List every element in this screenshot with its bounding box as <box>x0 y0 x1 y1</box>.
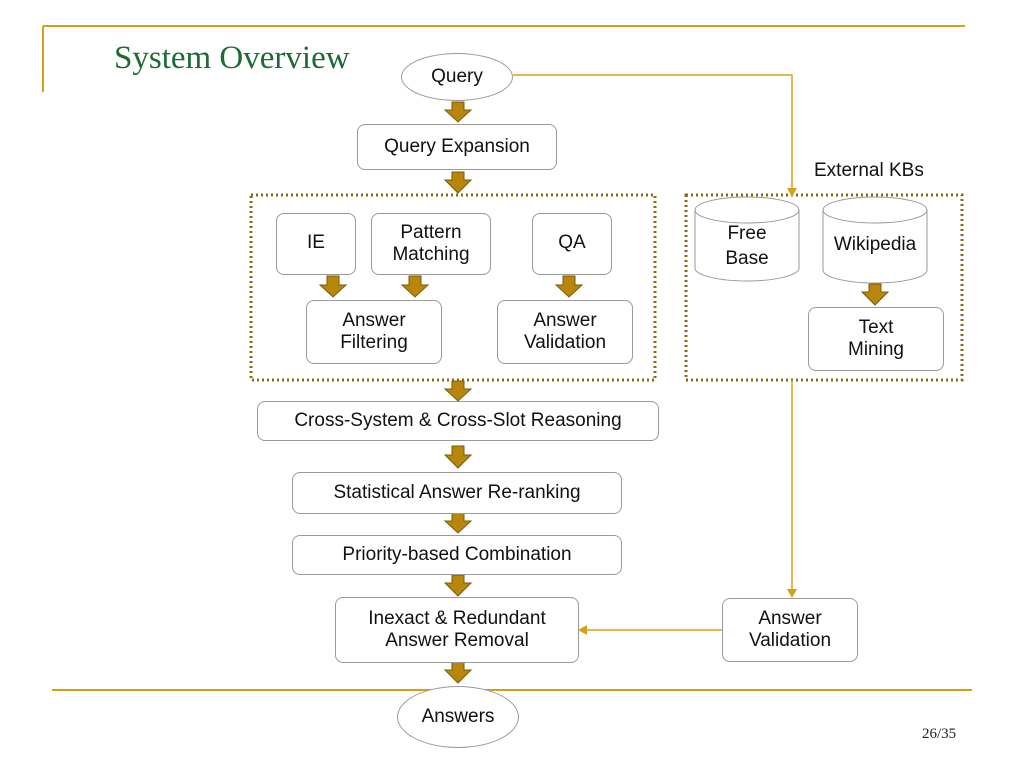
free-base-cylinder <box>694 196 800 282</box>
external-kbs-label: External KBs <box>814 160 924 181</box>
cross-system-label: Cross-System & Cross-Slot Reasoning <box>294 410 622 432</box>
query-label: Query <box>431 66 483 87</box>
answers-label: Answers <box>421 706 495 727</box>
query-node: Query <box>401 53 513 101</box>
block-arrow-into-priority <box>443 512 473 534</box>
answer-filtering-node: Answer Filtering <box>306 300 442 364</box>
block-arrow-into-answers <box>443 660 473 684</box>
priority-combination-label: Priority-based Combination <box>342 544 572 566</box>
pattern-matching-label: Pattern Matching <box>392 222 470 265</box>
answer-validation-inner-node: Answer Validation <box>497 300 633 364</box>
qa-node: QA <box>532 213 612 275</box>
answer-validation-right-node: Answer Validation <box>722 598 858 662</box>
block-arrow-query-expansion <box>443 101 473 123</box>
pattern-matching-node: Pattern Matching <box>371 213 491 275</box>
text-mining-node: Text Mining <box>808 307 944 371</box>
block-arrow-into-strategies <box>443 171 473 194</box>
kbs-to-validation-arrowhead <box>787 589 797 598</box>
block-arrow-qa-validation <box>554 275 584 298</box>
query-to-kbs-connector <box>513 74 793 195</box>
block-arrow-into-statistical <box>443 445 473 469</box>
answer-validation-right-label: Answer Validation <box>748 608 832 651</box>
inexact-removal-node: Inexact & Redundant Answer Removal <box>335 597 579 663</box>
block-arrow-into-removal <box>443 574 473 597</box>
validation-to-removal-arrowhead <box>578 625 587 635</box>
cross-system-node: Cross-System & Cross-Slot Reasoning <box>257 401 659 441</box>
query-expansion-node: Query Expansion <box>357 124 557 170</box>
ie-label: IE <box>307 232 325 253</box>
priority-combination-node: Priority-based Combination <box>292 535 622 575</box>
block-arrow-pattern-filtering <box>400 275 430 298</box>
query-expansion-label: Query Expansion <box>384 136 530 158</box>
answer-filtering-label: Answer Filtering <box>340 310 408 353</box>
answer-validation-inner-label: Answer Validation <box>523 310 607 353</box>
query-to-kbs-arrowhead <box>787 188 797 197</box>
text-mining-label: Text Mining <box>848 317 904 360</box>
wikipedia-label: Wikipedia <box>833 234 917 255</box>
block-arrow-ie-filtering <box>318 275 348 298</box>
statistical-reranking-label: Statistical Answer Re-ranking <box>333 482 581 504</box>
wikipedia-cylinder <box>822 196 928 284</box>
inexact-removal-label: Inexact & Redundant Answer Removal <box>368 608 546 651</box>
free-base-label: Free Base <box>725 223 769 269</box>
strategies-group-border <box>249 193 657 382</box>
ie-node: IE <box>276 213 356 275</box>
statistical-reranking-node: Statistical Answer Re-ranking <box>292 472 622 514</box>
page-number: 26/35 <box>922 726 957 742</box>
block-arrow-into-cross-system <box>443 380 473 402</box>
qa-label: QA <box>558 232 586 253</box>
answers-node: Answers <box>397 686 519 748</box>
slide-title: System Overview <box>114 40 350 76</box>
block-arrow-wikipedia-textmining <box>860 283 890 306</box>
